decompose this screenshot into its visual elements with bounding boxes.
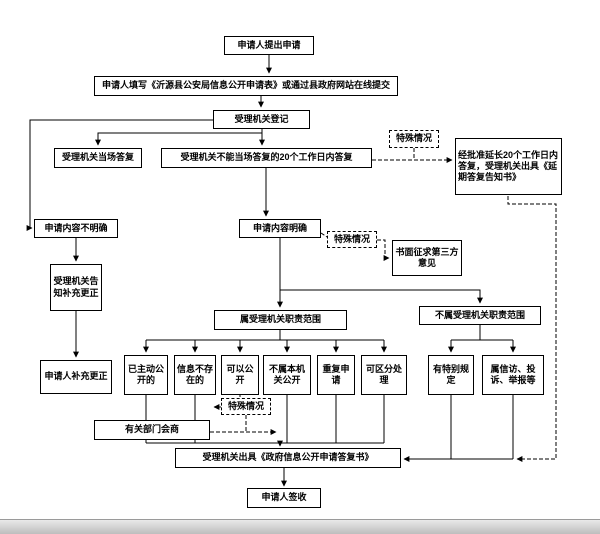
node-issue-reply-document: 受理机关出具《政府信息公开申请答复书》 [175, 448, 401, 468]
node-special-case-2: 特殊情况 [327, 231, 377, 248]
node-special-case-1: 特殊情况 [389, 130, 439, 148]
node-out-of-scope: 不属受理机关职责范围 [419, 306, 541, 325]
node-department-consultation: 有关部门会商 [94, 420, 210, 440]
node-separable-handling: 可区分处理 [361, 355, 407, 395]
node-already-disclosed: 已主动公开的 [124, 355, 168, 395]
node-can-disclose: 可以公开 [221, 355, 259, 395]
window-bottom-bar [0, 519, 600, 534]
node-not-this-organ: 不属本机关公开 [263, 355, 311, 395]
node-within-scope: 属受理机关职责范围 [214, 310, 347, 330]
node-applicant-submit: 申请人提出申请 [224, 36, 314, 55]
node-special-provisions: 有特别规定 [428, 355, 474, 395]
node-fill-application-form: 申请人填写《沂源县公安局信息公开申请表》或通过县政府网站在线提交 [94, 76, 398, 96]
node-applicant-supplement-correction: 申请人补充更正 [40, 360, 112, 394]
node-content-clear: 申请内容明确 [239, 219, 321, 238]
node-reply-within-20-days: 受理机关不能当场答复的20个工作日内答复 [161, 148, 372, 168]
node-special-case-3: 特殊情况 [221, 398, 271, 415]
node-info-not-exist: 信息不存在的 [174, 355, 216, 395]
node-petition-complaint-report: 属信访、投诉、举报等 [482, 355, 544, 395]
node-extended-reply: 经批准延长20个工作日内答复，受理机关出具《延期答复告知书》 [455, 138, 562, 195]
node-repeat-application: 重复申请 [317, 355, 355, 395]
node-onsite-reply: 受理机关当场答复 [54, 148, 142, 168]
node-notify-supplement-correction: 受理机关告知补充更正 [50, 264, 102, 311]
node-content-unclear: 申请内容不明确 [34, 219, 118, 238]
node-register: 受理机关登记 [213, 110, 310, 129]
node-applicant-sign: 申请人签收 [247, 488, 321, 508]
node-third-party-opinion: 书面征求第三方意见 [392, 240, 462, 276]
